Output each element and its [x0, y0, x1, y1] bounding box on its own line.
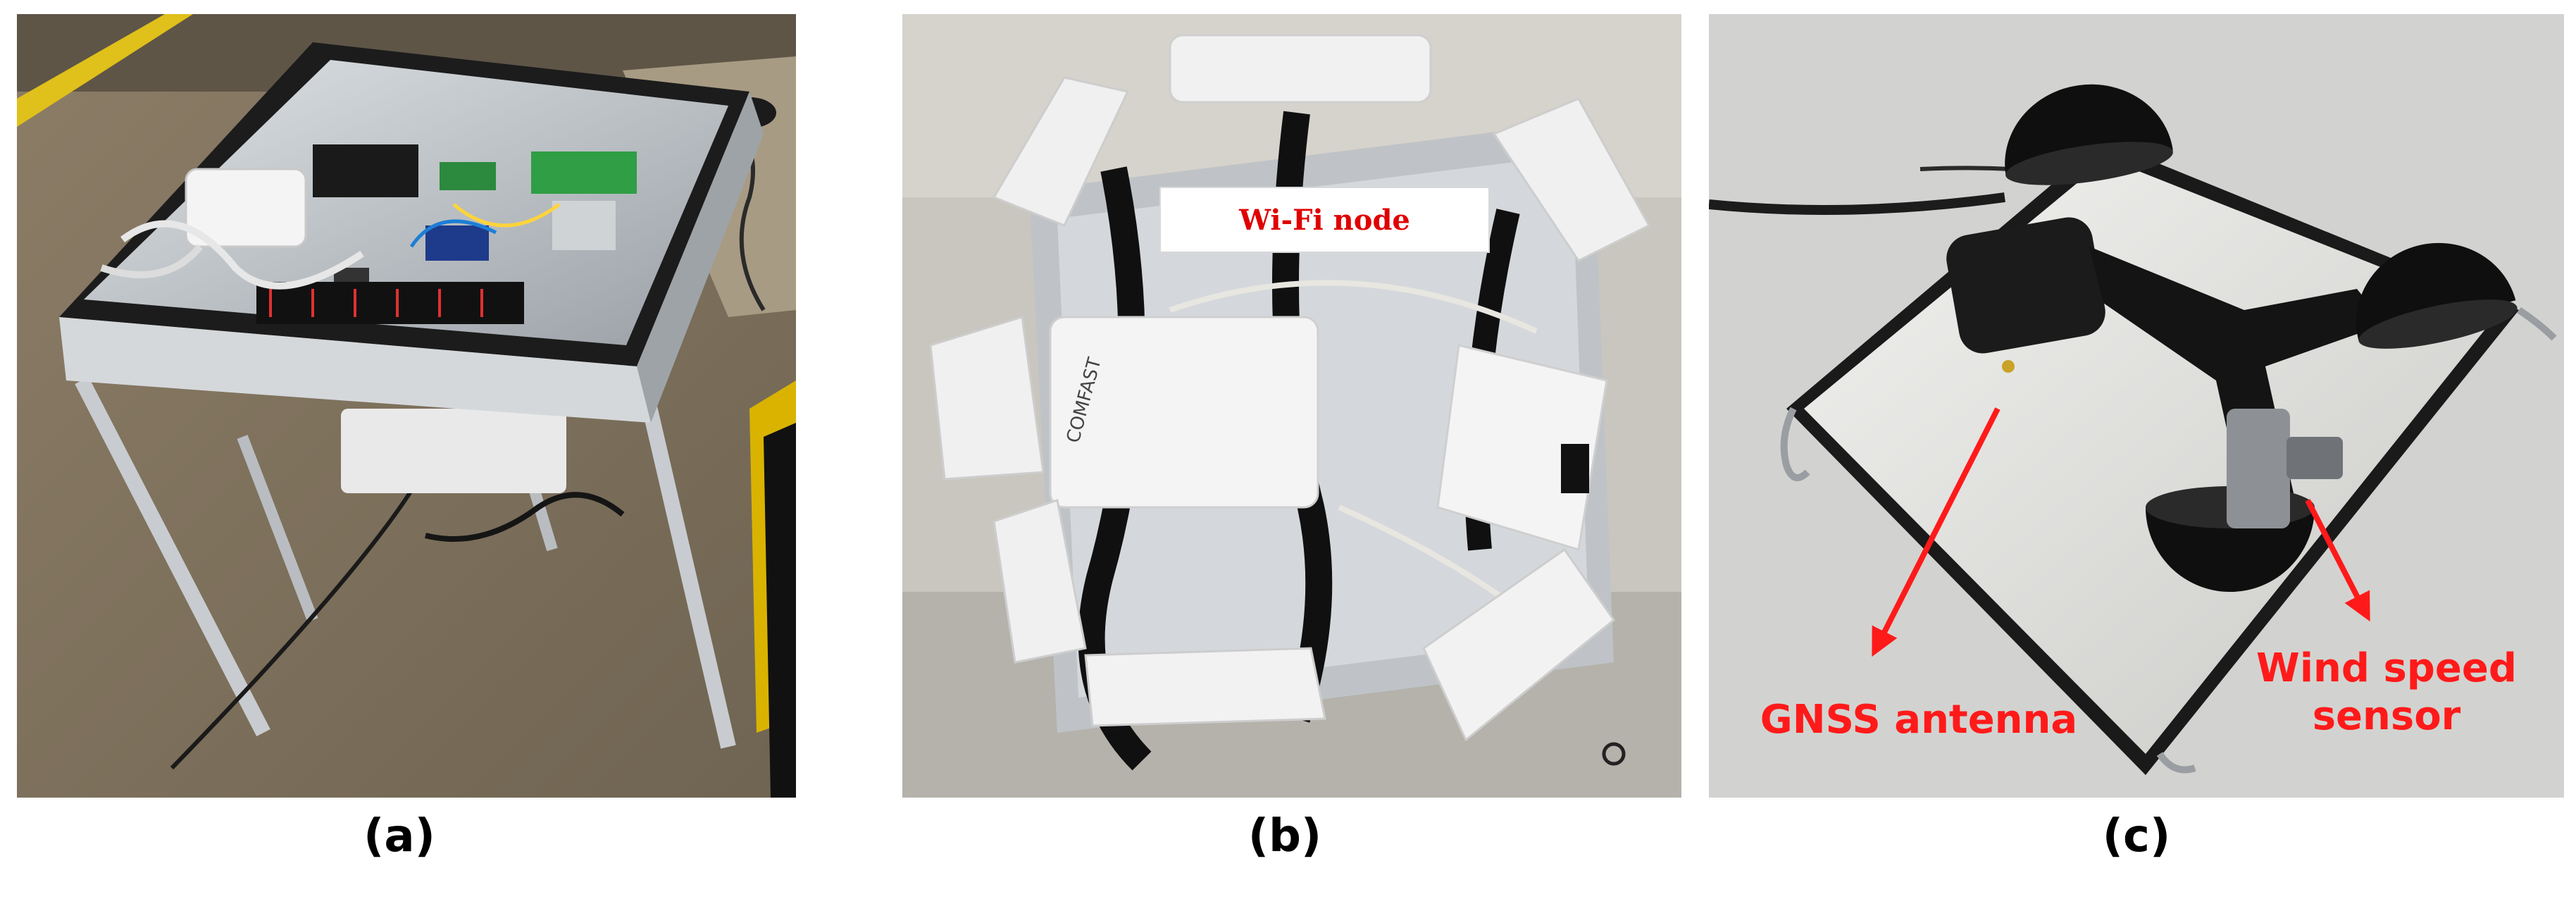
- enclosure-photo: [17, 14, 796, 798]
- gnss-antenna-label: GNSS antenna: [1760, 697, 2078, 743]
- caption-a: (a): [363, 810, 435, 862]
- wind-label-line1: Wind speed: [2256, 645, 2517, 691]
- photo-panel-c: GNSS antenna Wind speed sensor: [1709, 14, 2564, 798]
- wifi-node-callout: Wi-Fi node: [1159, 187, 1490, 253]
- sensor-plate-photo: [1709, 14, 2564, 798]
- wifi-node-label: Wi-Fi node: [1239, 203, 1410, 237]
- wifi-node-photo: COMFAST: [902, 14, 1681, 798]
- photo-panel-a: [17, 14, 796, 798]
- photo-panel-b: COMFAST Wi-Fi node: [902, 14, 1681, 798]
- caption-c: (c): [2102, 810, 2171, 862]
- caption-b: (b): [1247, 810, 1322, 862]
- wind-speed-sensor-label: Wind speed sensor: [2210, 645, 2563, 741]
- wind-label-line2: sensor: [2312, 693, 2461, 739]
